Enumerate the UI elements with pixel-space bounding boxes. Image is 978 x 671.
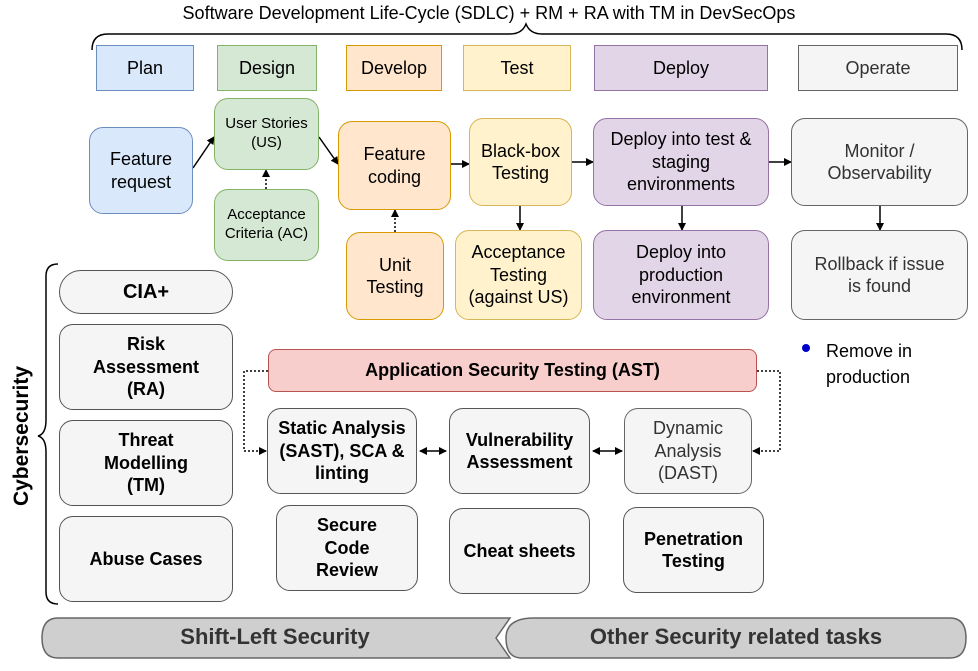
shift-left-label: Shift-Left Security [180, 624, 370, 649]
risk-assessment-box: Risk Assessment (RA) [59, 324, 233, 410]
arrow-feature-to-us [192, 136, 215, 169]
user-stories-box: User Stories (US) [214, 98, 319, 170]
acceptance-testing-box: Acceptance Testing (against US) [455, 230, 582, 320]
deploy-production-box: Deploy into production environment [593, 230, 769, 320]
arrow-us-to-coding [318, 136, 339, 165]
secure-code-review-box: Secure Code Review [276, 505, 418, 591]
remove-in-production-note: Remove in production [826, 341, 913, 388]
feature-request-box: Feature request [89, 127, 193, 214]
left-bracket [37, 263, 59, 605]
arrow-ast-to-static [243, 370, 268, 455]
abuse-cases-box: Abuse Cases [59, 516, 233, 602]
other-tasks-label: Other Security related tasks [589, 624, 883, 649]
unit-testing-box: Unit Testing [346, 232, 444, 320]
phase-develop: Develop [346, 45, 442, 91]
footer-shift-left-shape [41, 617, 512, 659]
ast-title-box: Application Security Testing (AST) [268, 349, 757, 392]
acceptance-criteria-box: Acceptance Criteria (AC) [214, 189, 319, 261]
vulnerability-assessment-box: Vulnerability Assessment [449, 408, 590, 494]
monitor-box: Monitor / Observability [791, 118, 968, 206]
footer-other-shape [505, 617, 967, 659]
black-box-testing-box: Black-box Testing [469, 118, 572, 206]
feature-coding-box: Feature coding [338, 121, 451, 210]
cybersecurity-label: Cybersecurity [10, 365, 33, 507]
phase-design: Design [217, 45, 317, 91]
phase-operate: Operate [798, 45, 958, 91]
phase-plan: Plan [96, 45, 194, 91]
penetration-testing-box: Penetration Testing [623, 507, 764, 593]
phase-deploy: Deploy [594, 45, 768, 91]
cia-plus-box: CIA+ [59, 270, 233, 314]
phase-test: Test [463, 45, 571, 91]
rollback-box: Rollback if issue is found [791, 230, 968, 320]
deploy-test-staging-box: Deploy into test & staging environments [593, 118, 769, 206]
static-analysis-box: Static Analysis (SAST), SCA & linting [267, 408, 417, 494]
bullet-dot [802, 344, 810, 352]
arrow-ast-to-dynamic [752, 370, 781, 455]
diagram-title: Software Development Life-Cycle (SDLC) +… [182, 3, 796, 23]
cheat-sheets-box: Cheat sheets [449, 508, 590, 594]
threat-modelling-box: Threat Modelling (TM) [59, 420, 233, 506]
dynamic-analysis-box: Dynamic Analysis (DAST) [624, 408, 752, 494]
top-bracket [91, 21, 963, 51]
